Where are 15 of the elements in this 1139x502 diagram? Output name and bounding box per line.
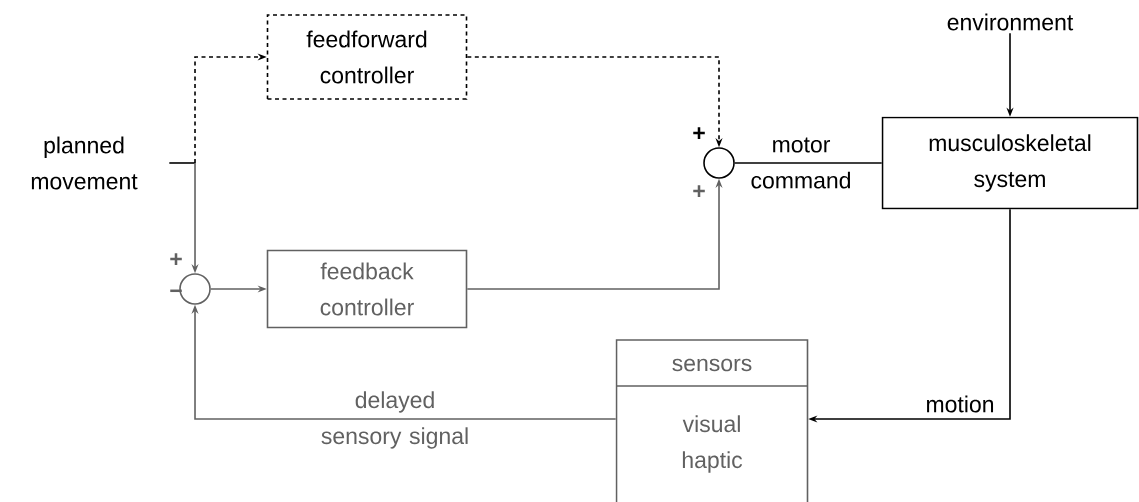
process-box: musculoskeletal system — [881, 116, 1139, 210]
controller-box: feedback controller — [266, 249, 468, 329]
edge-label: motor command — [751, 137, 850, 189]
sensor-box: sensors visual haptic — [615, 339, 809, 502]
connector-line — [168, 162, 196, 164]
sign-label: + — [693, 127, 705, 139]
sign-label: + — [170, 253, 182, 265]
input-label: planned movement — [31, 136, 138, 190]
sign-label: − — [170, 289, 182, 293]
edge-label: motion — [927, 395, 994, 413]
sign-label: + — [693, 185, 705, 197]
edge-label: delayed sensory signal — [321, 391, 468, 449]
summing-junction — [703, 147, 735, 179]
input-label: environment — [947, 13, 1074, 31]
controller-box: feedforward controller — [266, 14, 468, 100]
